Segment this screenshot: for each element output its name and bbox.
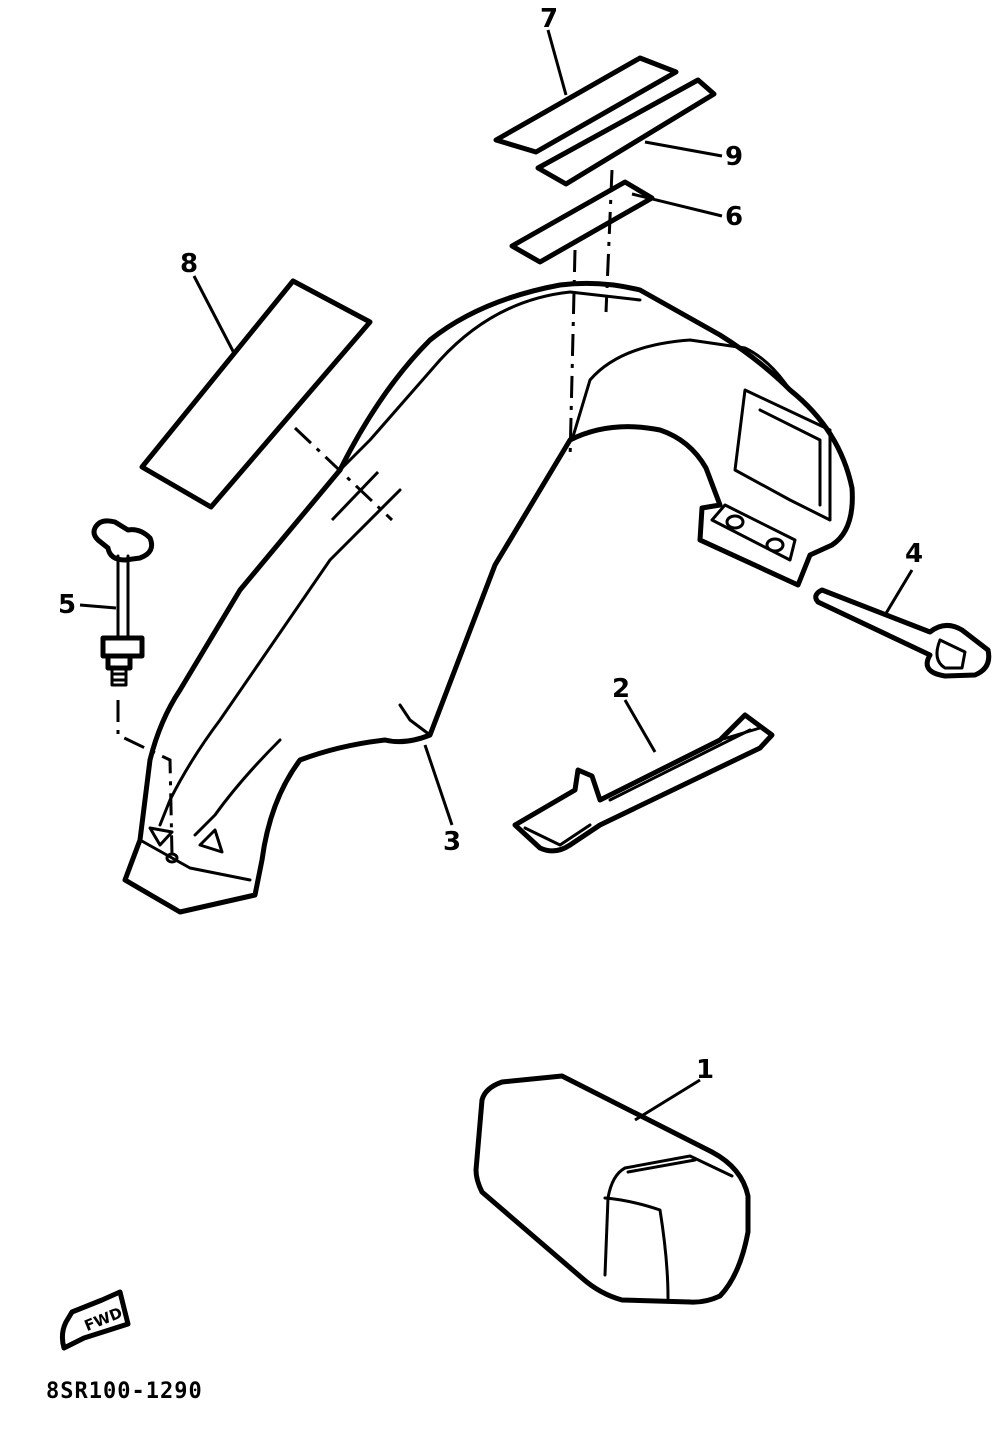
part-1-box[interactable] xyxy=(473,1073,751,1305)
fwd-arrow-icon: FWD xyxy=(59,1289,131,1351)
leader-8 xyxy=(192,275,237,356)
assembly-line-6 xyxy=(568,249,577,461)
part-9-label[interactable] xyxy=(535,77,717,187)
callout-4: 4 xyxy=(905,539,923,569)
callout-8: 8 xyxy=(180,249,198,279)
callout-3: 3 xyxy=(443,827,461,857)
leader-6 xyxy=(631,192,723,218)
part-2-strap[interactable] xyxy=(512,712,775,854)
part-6-label[interactable] xyxy=(509,179,655,265)
part-8-label[interactable] xyxy=(139,278,373,510)
part-4-band[interactable] xyxy=(813,587,992,679)
callout-1: 1 xyxy=(696,1055,714,1085)
callout-2: 2 xyxy=(612,674,630,704)
leader-1 xyxy=(634,1078,701,1122)
leader-2 xyxy=(623,699,657,753)
part-5-bolt[interactable] xyxy=(91,518,155,687)
leader-3 xyxy=(423,744,454,826)
leader-5 xyxy=(79,603,117,610)
assembly-line-5 xyxy=(116,700,174,856)
leader-7 xyxy=(546,29,568,96)
callout-5: 5 xyxy=(58,590,76,620)
leader-9 xyxy=(644,140,723,158)
callout-9: 9 xyxy=(725,142,743,172)
assembly-line-8-cross xyxy=(330,470,380,522)
diagram-code: 8SR100-1290 xyxy=(46,1379,203,1404)
part-3-fender[interactable] xyxy=(122,280,855,915)
part-7-label[interactable] xyxy=(493,55,679,155)
callout-7: 7 xyxy=(540,4,558,34)
callout-6: 6 xyxy=(725,202,743,232)
leader-4 xyxy=(883,569,914,616)
